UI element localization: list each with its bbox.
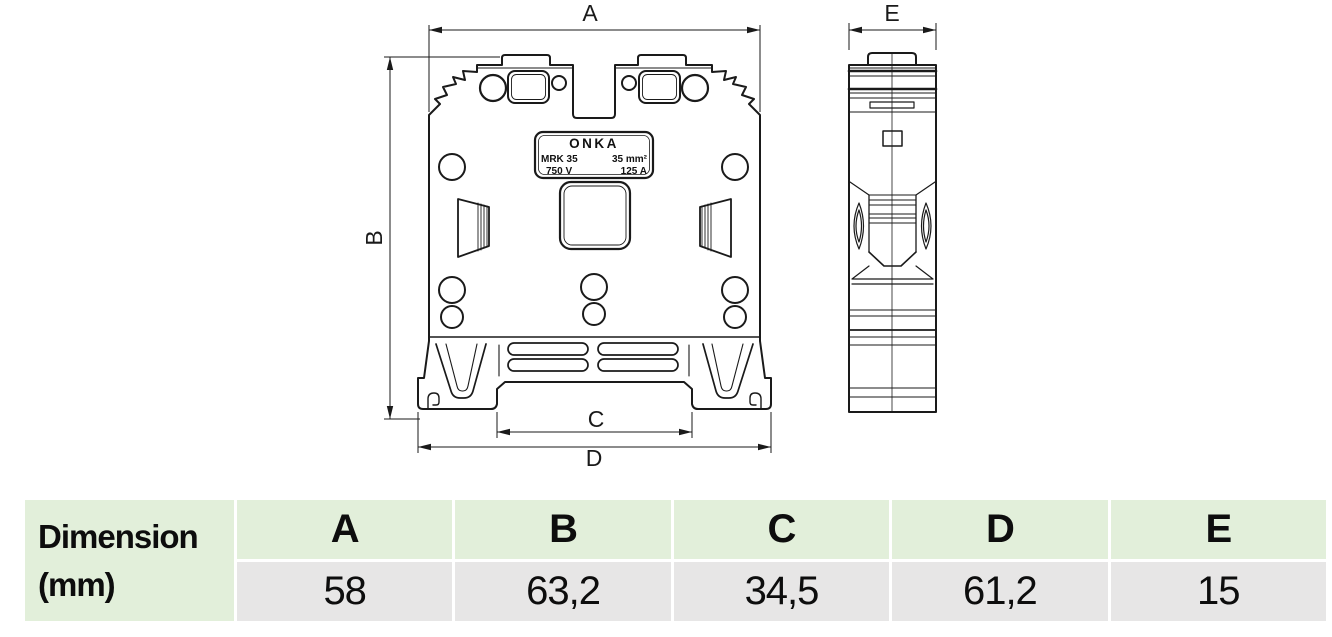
dimension-arrows [386,26,936,451]
screw-head-right [680,73,710,103]
value-b: 63,2 [455,562,671,621]
label-plate [533,130,655,180]
front-view [417,54,772,410]
col-header-b: B [455,500,671,559]
value-d: 61,2 [892,562,1108,621]
dimensions-table: Dimension (mm) A B C D E 58 63,2 34,5 61… [25,500,1326,621]
plate-current: 125 A [621,166,647,177]
value-a: 58 [237,562,453,621]
terminal-opening-right [638,70,681,104]
dim-label-e: E [884,0,899,26]
table-row-header: Dimension (mm) [25,500,234,621]
din-rail-foot [427,342,762,410]
value-e: 15 [1110,562,1326,621]
dim-label-c: C [588,406,605,432]
label-plate-text: ONKA MRK 35 35 mm² 750 V 125 A [541,136,648,177]
row-header-line1: Dimension [38,517,199,555]
col-header-a: A [237,500,453,559]
wire-funnel-left [457,198,490,258]
center-opening [558,180,632,251]
col-header-e: E [1110,500,1326,559]
plate-brand: ONKA [569,136,619,151]
wire-funnel-right [699,198,732,258]
dim-label-b: B [361,230,387,245]
plate-section: 35 mm² [612,154,648,165]
value-c: 34,5 [673,562,890,621]
plate-voltage: 750 V [546,166,572,177]
screw-head-left [478,73,508,103]
plate-model: MRK 35 [541,154,578,165]
technical-drawing: ONKA MRK 35 35 mm² 750 V 125 A [361,0,938,471]
side-view [847,52,938,413]
terminal-opening-left [507,70,550,104]
col-header-d: D [892,500,1108,559]
dim-label-d: D [586,445,603,471]
side-square-hole [882,130,903,147]
mounting-holes [438,273,749,329]
row-header-line2: (mm) [38,565,116,603]
dimension-lines [384,23,937,453]
dim-label-a: A [582,0,598,26]
front-body-outline [417,54,772,410]
col-header-c: C [673,500,890,559]
